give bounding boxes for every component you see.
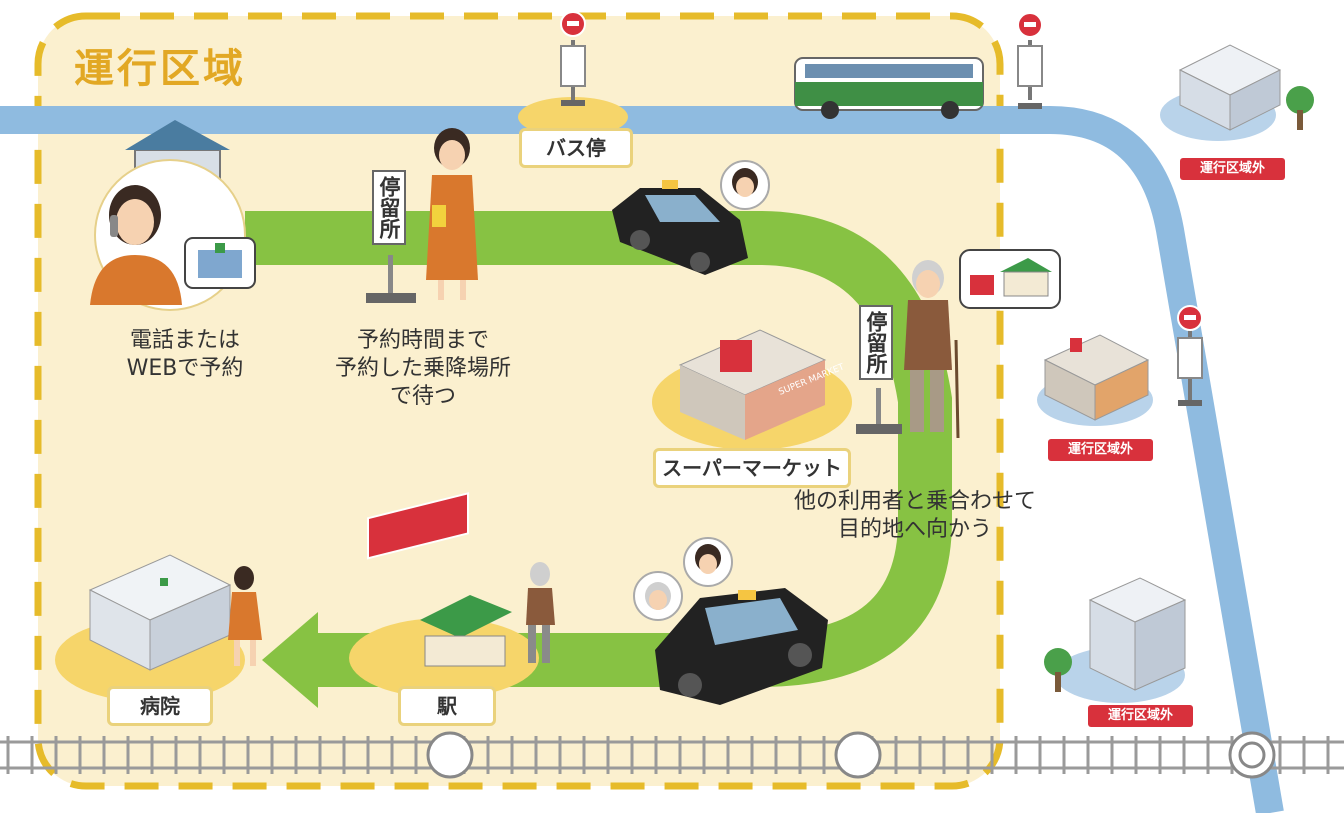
hospital-bubble-icon (184, 237, 256, 289)
route-arrow-head (262, 612, 318, 708)
elderly-avatar-icon (633, 571, 683, 621)
station-icon (367, 492, 512, 667)
stop-post-icon (366, 255, 416, 303)
page-title: 運行区域 (74, 46, 246, 92)
station-marker-3-inner (1238, 741, 1266, 769)
waiting-woman-icon (426, 128, 478, 300)
step-reserve-line-2: WEBで予約 (126, 356, 244, 381)
outside-area-tag: 運行区域外 (1088, 705, 1193, 727)
taxi-icon (612, 180, 748, 275)
railway-track (0, 736, 1344, 774)
outside-area-tag: 運行区域外 (1048, 439, 1153, 461)
outside-hospital-icon (1178, 44, 1314, 131)
supermarket-label: スーパーマーケット (653, 448, 851, 488)
step-reserve-line-1: 電話または (129, 328, 240, 353)
stop-sign-label: 停留所 (859, 305, 893, 380)
taxi-icon (655, 588, 828, 705)
bus-stop-pole-icon (1017, 12, 1043, 109)
elderly-man-icon (904, 260, 960, 439)
bus-stop-pole-icon (560, 11, 586, 106)
step-wait-line-1: 予約時間まで (356, 328, 489, 353)
outside-area-tag: 運行区域外 (1180, 158, 1285, 180)
step-wait-text: 予約時間まで 予約した乗降場所 で待つ (318, 327, 528, 411)
step-share-text: 他の利用者と乗合わせて 目的地へ向かう (780, 488, 1050, 544)
stop-post-icon (856, 388, 902, 434)
bus-stop-spot (518, 97, 628, 137)
bus-stop-label: バス停 (519, 128, 633, 168)
elderly-walker-icon (526, 562, 555, 663)
office-building-icon (1044, 577, 1187, 692)
step-wait-line-3: で待つ (389, 384, 456, 409)
woman-on-phone-icon (90, 185, 182, 305)
station-label: 駅 (398, 686, 496, 726)
taxi-route (245, 211, 952, 687)
step-share-line-2: 目的地へ向かう (837, 517, 992, 542)
bus-road (0, 106, 1284, 813)
convenience-store-icon (1043, 334, 1150, 421)
passenger-avatar-icon (720, 160, 770, 210)
stop-sign-label: 停留所 (372, 170, 406, 245)
step-reserve-text: 電話または WEBで予約 (105, 327, 265, 383)
hospital-label: 病院 (107, 686, 213, 726)
station-marker-1 (426, 731, 474, 779)
bus-stop-pole-icon (1177, 305, 1203, 406)
woman-walking-icon (228, 566, 262, 666)
passenger-avatar-icon (683, 537, 733, 587)
bus-icon (794, 57, 984, 119)
destination-bubble-icon (959, 249, 1061, 309)
step-wait-line-2: 予約した乗降場所 (334, 356, 511, 381)
station-marker-2 (834, 731, 882, 779)
step-share-line-1: 他の利用者と乗合わせて (793, 489, 1036, 514)
